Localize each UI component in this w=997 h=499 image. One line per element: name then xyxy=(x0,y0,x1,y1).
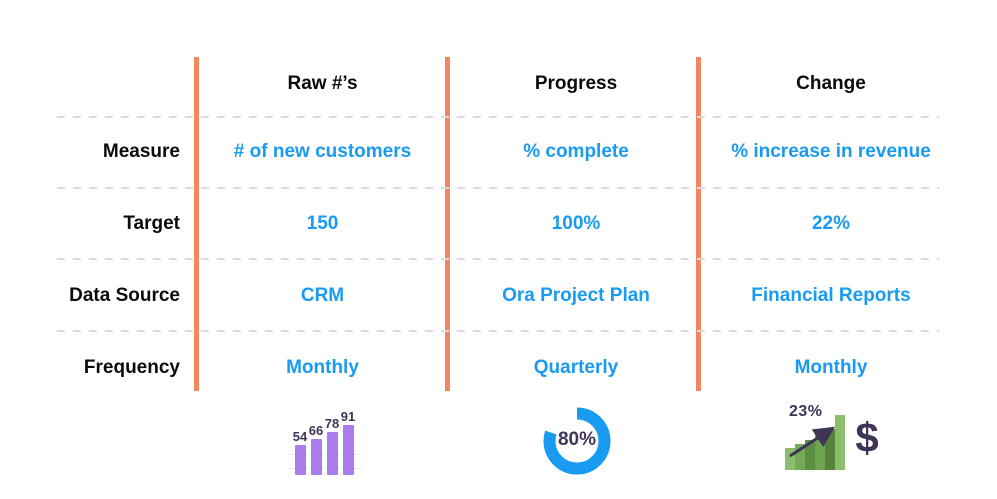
row-label-target: Target xyxy=(123,213,180,234)
bar-with-label xyxy=(795,444,805,470)
row-divider xyxy=(57,116,939,118)
bar-segment xyxy=(795,444,805,470)
bar-segment xyxy=(326,432,338,475)
bar-segment xyxy=(835,415,845,470)
revenue-growth-bar-chart xyxy=(785,415,845,470)
cell-progress-target: 100% xyxy=(551,213,601,234)
cell-change-data-source: Financial Reports xyxy=(751,285,911,306)
bar-with-label: 66 xyxy=(308,424,324,475)
bar-with-label xyxy=(785,448,795,470)
progress-donut-chart xyxy=(543,407,611,475)
bar-segment xyxy=(815,434,825,470)
cell-progress-frequency: Quarterly xyxy=(533,357,619,378)
bar-segment xyxy=(785,448,795,470)
bar-segment xyxy=(294,445,306,475)
cell-change-frequency: Monthly xyxy=(794,357,868,378)
column-header-progress: Progress xyxy=(534,73,618,94)
column-divider xyxy=(445,57,450,391)
bar-with-label: 78 xyxy=(324,417,340,475)
chart-gridline xyxy=(288,468,362,469)
row-divider xyxy=(57,258,939,260)
bar-with-label xyxy=(825,429,835,470)
cell-change-target: 22% xyxy=(811,213,851,234)
cell-raw-frequency: Monthly xyxy=(286,357,359,378)
growth-arrow-icon xyxy=(789,426,836,458)
row-label-measure: Measure xyxy=(102,141,180,162)
bar-value-label: 54 xyxy=(292,429,308,444)
bar-with-label: 91 xyxy=(340,410,356,475)
donut-ring xyxy=(543,407,611,475)
row-label-data-source: Data Source xyxy=(69,285,180,306)
chart-gridline xyxy=(288,454,362,455)
cell-raw-data-source: CRM xyxy=(300,285,345,306)
bar-with-label: 54 xyxy=(292,430,308,475)
dollar-sign-icon: $ xyxy=(855,414,879,461)
column-divider xyxy=(696,57,701,391)
cell-raw-measure: # of new customers xyxy=(233,141,412,162)
cell-raw-target: 150 xyxy=(306,213,339,234)
bar-value-label: 78 xyxy=(324,416,340,431)
row-label-frequency: Frequency xyxy=(83,357,180,378)
bar-segment xyxy=(825,429,835,470)
cell-change-measure: % increase in revenue xyxy=(731,141,931,162)
row-divider xyxy=(57,330,939,332)
column-header-change: Change xyxy=(796,73,866,94)
bar-segment xyxy=(342,425,354,475)
growth-annotation: 23% xyxy=(789,403,823,420)
column-header-raw-numbers: Raw #’s xyxy=(287,73,358,94)
bar-with-label xyxy=(835,415,845,470)
bar-with-label xyxy=(805,440,815,470)
column-divider xyxy=(194,57,199,391)
cell-progress-data-source: Ora Project Plan xyxy=(502,285,650,306)
donut-center-label: 80% xyxy=(557,429,597,450)
bar-segment xyxy=(310,439,322,475)
bar-value-label: 91 xyxy=(340,409,356,424)
cell-progress-measure: % complete xyxy=(523,141,629,162)
bar-segment xyxy=(805,440,815,470)
row-divider xyxy=(57,187,939,189)
bar-with-label xyxy=(815,434,825,470)
bar-value-label: 66 xyxy=(308,423,324,438)
